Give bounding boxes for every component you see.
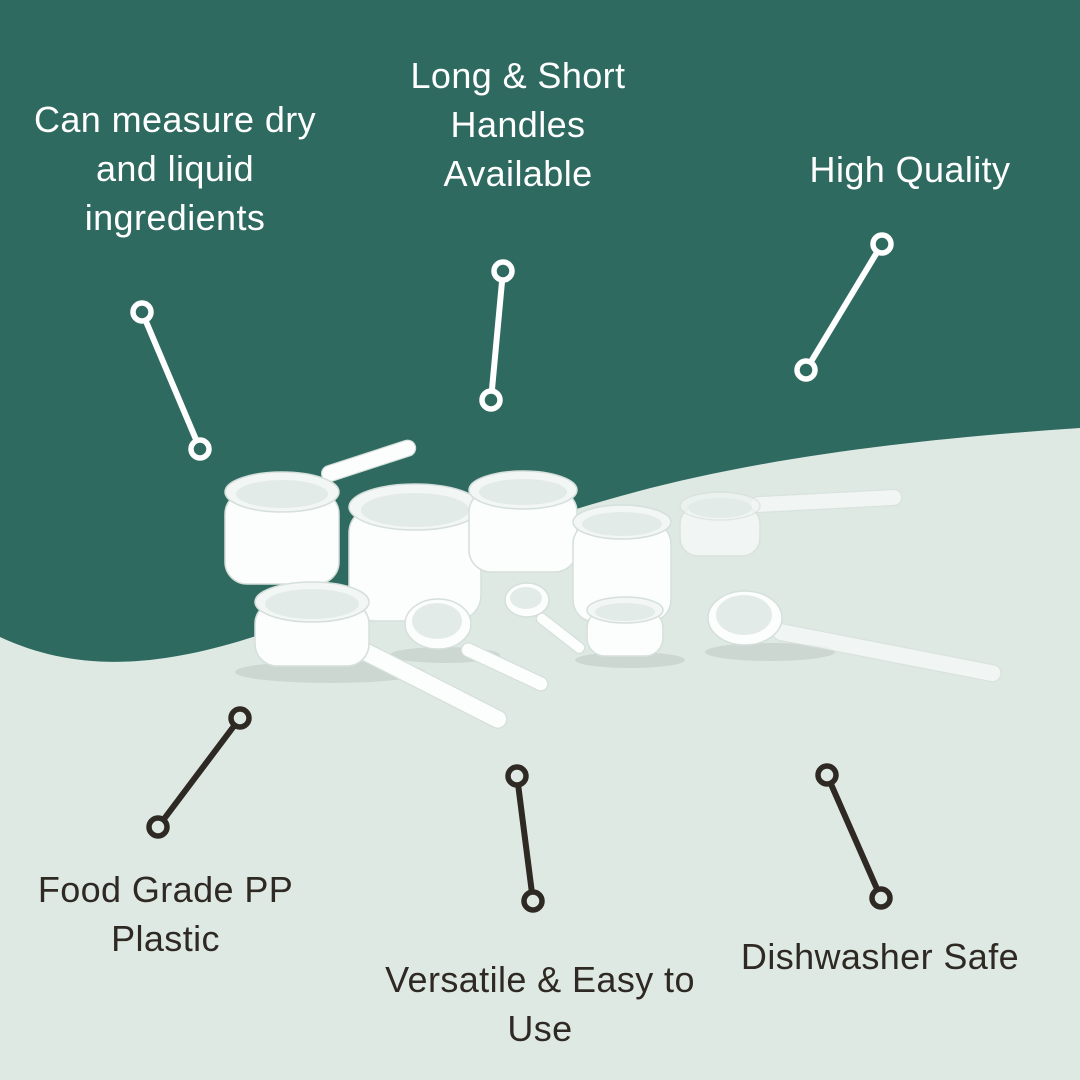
callout-text-line: High Quality: [809, 149, 1011, 190]
callout-text-line: Available: [443, 152, 593, 194]
callout-long-short-handles: Long & Short Handles Available: [368, 52, 668, 199]
callout-text-line: Can measure dry: [33, 99, 317, 140]
scoop-back-row: [224, 439, 903, 623]
callout-text-line: ingredients: [84, 196, 266, 238]
callout-text-line: and liquid: [95, 147, 255, 189]
callout-text-line: Food Grade PP: [37, 869, 294, 910]
callout-text-line: Dishwasher Safe: [740, 936, 1020, 977]
callout-text-line: Plastic: [111, 917, 220, 959]
scoop-front-row: [254, 581, 1002, 729]
connector-measure-line: [130, 300, 212, 461]
connector-foodgrade-line: [146, 706, 252, 839]
callout-text-line: Long & Short: [410, 55, 626, 96]
callout-versatile-easy: Versatile & Easy to Use: [340, 956, 740, 1054]
connector-handles-line: [479, 259, 515, 412]
callout-text-line: Handles: [450, 103, 586, 145]
callout-text-line: Versatile & Easy to: [385, 959, 695, 1000]
connector-versatile-line: [505, 764, 545, 913]
connector-dishwasher-line: [815, 763, 893, 910]
callout-food-grade-pp: Food Grade PP Plastic: [8, 866, 323, 964]
connector-quality-line: [794, 232, 894, 382]
callout-measure-dry-liquid: Can measure dry and liquid ingredients: [10, 96, 340, 243]
callout-text-line: Use: [507, 1007, 573, 1049]
callout-dishwasher-safe: Dishwasher Safe: [690, 933, 1070, 982]
callout-high-quality: High Quality: [760, 146, 1060, 195]
